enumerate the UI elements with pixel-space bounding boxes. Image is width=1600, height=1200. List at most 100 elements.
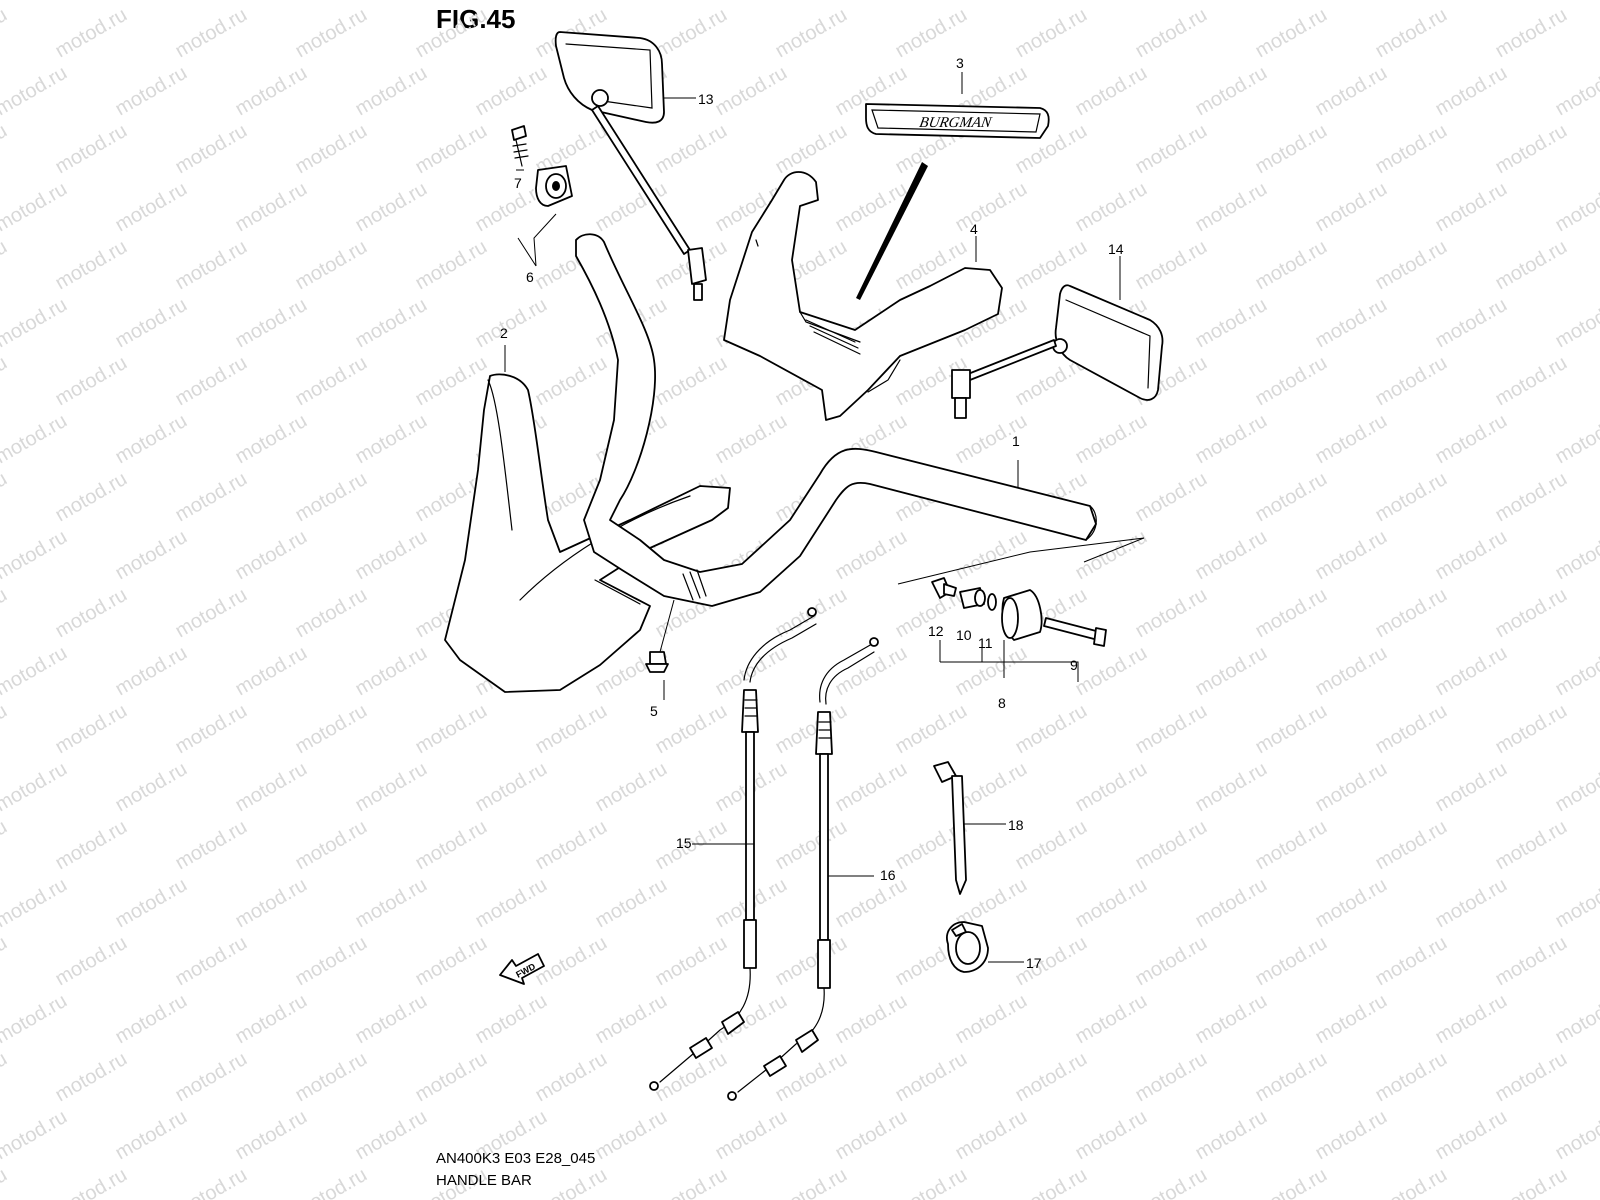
- watermark-text: motod.ru: [1432, 410, 1511, 469]
- watermark-text: motod.ru: [232, 178, 311, 237]
- watermark-text: motod.ru: [1372, 932, 1451, 991]
- watermark-text: motod.ru: [52, 584, 131, 643]
- watermark-text: motod.ru: [952, 0, 1031, 4]
- watermark-text: motod.ru: [292, 584, 371, 643]
- callout-numbers: 1 2 3 4 5 6 7 8 9 10 11 12 13 14 15 16 1…: [500, 55, 1124, 971]
- watermark-text: motod.ru: [1372, 1048, 1451, 1107]
- watermark-text: motod.ru: [172, 932, 251, 991]
- watermark-text: motod.ru: [1012, 700, 1091, 759]
- watermark-text: motod.ru: [1372, 700, 1451, 759]
- watermark-text: motod.ru: [1252, 1164, 1331, 1200]
- watermark-text: motod.ru: [652, 700, 731, 759]
- watermark-text: motod.ru: [412, 816, 491, 875]
- watermark-text: motod.ru: [1012, 4, 1091, 63]
- watermark-text: motod.ru: [1432, 642, 1511, 701]
- watermark-text: motod.ru: [652, 4, 731, 63]
- watermark-text: motod.ru: [1552, 758, 1600, 817]
- callout-2: 2: [500, 325, 508, 341]
- watermark-text: motod.ru: [592, 758, 671, 817]
- watermark-text: motod.ru: [292, 1048, 371, 1107]
- watermark-text: motod.ru: [112, 294, 191, 353]
- watermark-text: motod.ru: [532, 1048, 611, 1107]
- watermark-text: motod.ru: [1192, 526, 1271, 585]
- callout-16: 16: [880, 867, 896, 883]
- callout-5: 5: [650, 703, 658, 719]
- watermark-text: motod.ru: [112, 62, 191, 121]
- watermark-text: motod.ru: [412, 4, 491, 63]
- watermark-text: motod.ru: [52, 468, 131, 527]
- watermark-text: motod.ru: [1192, 294, 1271, 353]
- callout-13: 13: [698, 91, 714, 107]
- watermark-text: motod.ru: [0, 758, 71, 817]
- watermark-text: motod.ru: [1432, 0, 1511, 4]
- callout-11: 11: [978, 635, 993, 651]
- watermark-text: motod.ru: [52, 352, 131, 411]
- watermark-text: motod.ru: [172, 584, 251, 643]
- watermark-text: motod.ru: [172, 1048, 251, 1107]
- watermark-text: motod.ru: [1492, 700, 1571, 759]
- watermark-text: motod.ru: [52, 1048, 131, 1107]
- watermark-text: motod.ru: [1492, 468, 1571, 527]
- watermark-text: motod.ru: [1192, 990, 1271, 1049]
- callout-15: 15: [676, 835, 692, 851]
- watermark-text: motod.ru: [1552, 990, 1600, 1049]
- watermark-text: motod.ru: [292, 932, 371, 991]
- watermark-text: motod.ru: [1372, 468, 1451, 527]
- watermark-text: motod.ru: [1132, 932, 1211, 991]
- watermark-text: motod.ru: [1132, 4, 1211, 63]
- callout-3: 3: [956, 55, 964, 71]
- figure-title: FIG.45: [436, 4, 516, 34]
- watermark-text: motod.ru: [1072, 990, 1151, 1049]
- part-5-clip: [645, 599, 675, 673]
- watermark-text: motod.ru: [1012, 932, 1091, 991]
- watermark-text: motod.ru: [1192, 410, 1271, 469]
- watermark-text: motod.ru: [1132, 584, 1211, 643]
- watermark-text: motod.ru: [112, 758, 191, 817]
- watermark-text: motod.ru: [832, 874, 911, 933]
- watermark-text: motod.ru: [1132, 236, 1211, 295]
- watermark-text: motod.ru: [1072, 642, 1151, 701]
- watermark-text: motod.ru: [0, 0, 71, 4]
- watermark-text: motod.ru: [1312, 62, 1391, 121]
- watermark-text: motod.ru: [1072, 178, 1151, 237]
- watermark-text: motod.ru: [772, 4, 851, 63]
- watermark-text: motod.ru: [52, 236, 131, 295]
- watermark-text: motod.ru: [0, 4, 11, 63]
- watermark-text: motod.ru: [1432, 294, 1511, 353]
- watermark-text: motod.ru: [52, 4, 131, 63]
- watermark-text: motod.ru: [832, 758, 911, 817]
- watermark-text: motod.ru: [1192, 178, 1271, 237]
- watermark-text: motod.ru: [1552, 62, 1600, 121]
- watermark-text: motod.ru: [712, 990, 791, 1049]
- watermark-text: motod.ru: [832, 526, 911, 585]
- watermark-text: motod.ru: [1552, 294, 1600, 353]
- watermark-text: motod.ru: [1372, 4, 1451, 63]
- watermark-text: motod.ru: [232, 526, 311, 585]
- watermark-text: motod.ru: [532, 1164, 611, 1200]
- watermark-text: motod.ru: [0, 932, 11, 991]
- watermark-text: motod.ru: [232, 410, 311, 469]
- watermark-text: motod.ru: [1312, 1106, 1391, 1165]
- watermark-text: motod.ru: [112, 1106, 191, 1165]
- callout-6: 6: [526, 269, 534, 285]
- watermark-text: motod.ru: [532, 700, 611, 759]
- watermark-text: motod.ru: [0, 468, 11, 527]
- watermark-text: motod.ru: [1552, 178, 1600, 237]
- watermark-text: motod.ru: [112, 874, 191, 933]
- watermark-text: motod.ru: [0, 236, 11, 295]
- watermark-text: motod.ru: [1252, 236, 1331, 295]
- part-18-cable-tie: [933, 761, 967, 895]
- watermark-text: motod.ru: [112, 526, 191, 585]
- part-9-screw: [1043, 617, 1107, 647]
- watermark-text: motod.ru: [1432, 62, 1511, 121]
- watermark-text: motod.ru: [1252, 468, 1331, 527]
- watermark-text: motod.ru: [1492, 1164, 1571, 1200]
- callout-10: 10: [956, 627, 972, 643]
- watermark-text: motod.ru: [772, 120, 851, 179]
- watermark-text: motod.ru: [1492, 236, 1571, 295]
- watermark-text: motod.ru: [1432, 1106, 1511, 1165]
- watermark-text: motod.ru: [892, 1164, 971, 1200]
- watermark-text: motod.ru: [1312, 874, 1391, 933]
- leader-lines: [504, 72, 1145, 963]
